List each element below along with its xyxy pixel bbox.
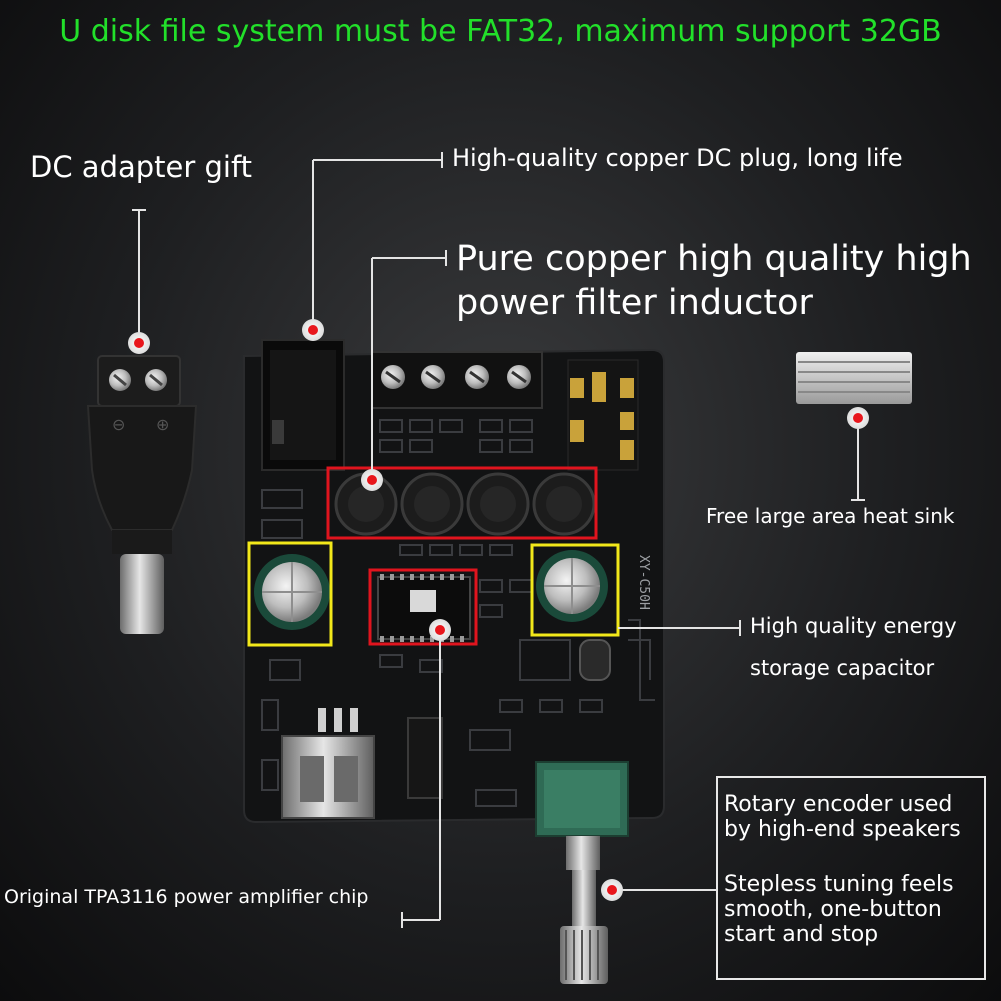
capacitor-right-highlight-box bbox=[530, 543, 620, 637]
marker-dots bbox=[128, 319, 869, 901]
encoder-box-spacer bbox=[724, 842, 978, 872]
amplifier-chip bbox=[377, 574, 471, 642]
audio-jack bbox=[567, 359, 639, 471]
chip-highlight-box bbox=[368, 568, 478, 646]
rotary-encoder bbox=[535, 761, 629, 984]
dc-adapter-label: DC adapter gift bbox=[30, 150, 253, 184]
svg-text:⊕: ⊕ bbox=[156, 415, 169, 434]
tuning-label-line2: smooth, one-button bbox=[724, 897, 942, 922]
usb-port bbox=[281, 708, 375, 819]
inductor-highlight-box bbox=[326, 466, 598, 540]
tuning-label-line1: Stepless tuning feels bbox=[724, 872, 954, 897]
encoder-info-box: Rotary encoder used by high-end speakers… bbox=[716, 776, 986, 980]
filter-inductors bbox=[334, 472, 596, 536]
inductor-label-line2: power filter inductor bbox=[456, 283, 813, 323]
energy-capacitors bbox=[254, 550, 608, 630]
inductor-label-line1: Pure copper high quality high bbox=[456, 239, 972, 279]
dc-adapter: ⊖ ⊕ bbox=[86, 355, 198, 634]
terminal-screws bbox=[381, 365, 531, 389]
callout-lines bbox=[132, 152, 865, 928]
headline-text: U disk file system must be FAT32, maximu… bbox=[59, 14, 942, 49]
dc-plug-label: High-quality copper DC plug, long life bbox=[452, 144, 903, 172]
encoder-label-line1: Rotary encoder used bbox=[724, 792, 953, 817]
board-model-text: XY-C50H bbox=[636, 555, 651, 610]
capacitor-label-line2: storage capacitor bbox=[750, 656, 935, 680]
capacitor-label-line1: High quality energy bbox=[750, 614, 957, 638]
capacitor-left-highlight-box bbox=[247, 541, 333, 647]
tuning-label-line3: start and stop bbox=[724, 922, 879, 947]
svg-text:⊖: ⊖ bbox=[112, 415, 125, 434]
heat-sink-label: Free large area heat sink bbox=[706, 504, 955, 528]
chip-label: Original TPA3116 power amplifier chip bbox=[4, 886, 369, 908]
encoder-label-line2: by high-end speakers bbox=[724, 817, 961, 842]
heat-sink bbox=[796, 352, 912, 404]
